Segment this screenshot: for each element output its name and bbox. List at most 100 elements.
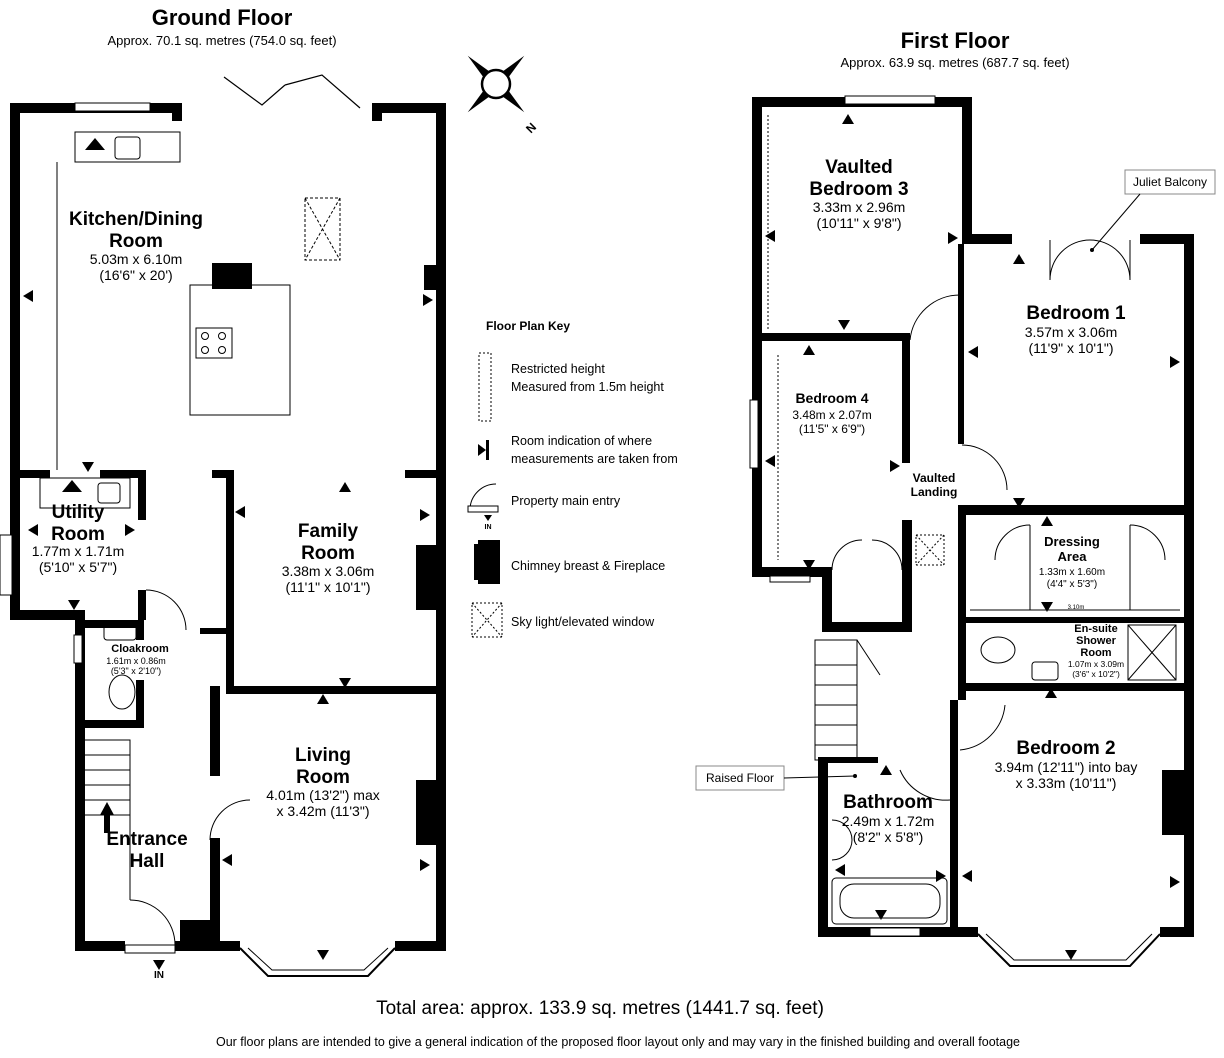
cloakroom-name: Cloakroom [111,643,169,655]
wall [395,941,446,951]
key-item-1-line2: Measured from 1.5m height [511,380,664,394]
basin-icon [831,819,853,861]
wall [100,470,145,478]
door-swing [145,589,187,631]
utility-name-line2: Room [51,524,105,545]
wardrobe-door [1129,524,1166,561]
disclaimer: Our floor plans are intended to give a g… [216,1035,1020,1049]
utility-name-line1: Utility [52,502,105,523]
wall [226,686,446,694]
window [0,534,13,596]
family-dim-m: 3.38m x 3.06m [282,563,375,579]
sink-icon [114,136,141,160]
bay-window [239,947,396,977]
key-item-2-line1: Room indication of where [511,434,652,448]
landing-name-line1: Vaulted [913,471,956,485]
wall [436,103,446,951]
total-area: Total area: approx. 133.9 sq. metres (14… [376,998,824,1019]
first-floor-area: Approx. 63.9 sq. metres (687.7 sq. feet) [840,55,1069,70]
bed2-name: Bedroom 2 [1016,738,1115,759]
restricted-height-icon [478,352,492,422]
ensuite-name-line2: Shower [1076,635,1116,647]
ground-floor-plan [0,74,446,977]
ensuite-name-line3: Room [1080,647,1111,659]
window [769,575,811,583]
wall [752,97,762,577]
shower-tray [1127,624,1177,681]
raised-floor-label: Raised Floor [706,771,774,785]
first-floor-title: First Floor [901,28,1010,53]
bed4-dim-m: 3.48m x 2.07m [792,408,871,422]
skylight-icon [915,534,945,566]
ensuite-name-line1: En-suite [1074,623,1117,635]
key-item-5-label: Sky light/elevated window [511,615,655,629]
juliet-balcony-door [1089,239,1131,281]
wall [762,333,910,341]
family-name-line1: Family [298,521,359,542]
main-entry-icon: IN [467,483,499,531]
entry-arrow-icon [153,960,165,970]
chimney-breast-icon [212,263,252,289]
utility-counter [39,477,131,509]
wall [958,617,1184,623]
wall [212,470,232,478]
wall [10,470,50,478]
wall [962,97,972,242]
ground-floor-title: Ground Floor [152,5,293,30]
wall [138,590,146,620]
wall [172,103,182,121]
bathtub [831,877,948,925]
chimney-breast-icon [416,780,436,845]
bathroom-dim-ft: (8'2" x 5'8") [853,829,924,845]
wall [10,610,85,620]
bed2-dim-ft: x 3.33m (10'11") [1016,775,1117,791]
measurement-markers [23,290,433,960]
window [844,95,936,105]
door-swing [899,769,951,801]
kitchen-name-line1: Kitchen/Dining [69,209,203,230]
wall [958,244,964,444]
living-name-line1: Living [295,745,351,766]
stairs-arrow-icon [100,802,114,815]
wall [226,470,234,692]
window [749,399,759,469]
wall [958,505,966,700]
door-swing [961,444,1008,491]
bathroom-name: Bathroom [843,792,933,813]
basin-icon [1031,661,1059,681]
wall [958,683,1184,691]
bed3-name-line1: Vaulted [825,157,893,178]
skylight-icon [304,197,341,261]
ground-floor-area: Approx. 70.1 sq. metres (754.0 sq. feet) [107,33,336,48]
wall [85,720,144,728]
ensuite-dim-m: 1.07m x 3.09m [1068,659,1124,669]
kitchen-counter [74,131,181,163]
wall [10,103,20,620]
bed3-dim-ft: (10'11" x 9'8") [816,215,901,231]
hob-marker-icon [85,138,105,150]
juliet-balcony-door [1049,239,1091,281]
toilet-icon [108,674,136,710]
chimney-breast-icon [416,545,436,610]
wall [828,757,878,763]
hall-name-line2: Hall [130,851,165,872]
raised-floor-callout-box [695,765,785,791]
wall [752,567,832,577]
cloakroom-dim-m: 1.61m x 0.86m [106,656,166,666]
toilet-icon [980,636,1016,664]
key-item-1-line1: Restricted height [511,362,605,376]
wall [372,103,382,121]
cloakroom-dim-ft: (5'3" x 2'10") [111,666,161,676]
bifold-door [284,74,361,109]
bed4-dim-ft: (11'5" x 6'9") [799,422,865,436]
family-name-line2: Room [301,543,355,564]
wall [958,505,1184,515]
window [869,927,921,937]
door-swing [909,294,961,341]
bed4-name: Bedroom 4 [795,390,868,406]
bifold-door [223,76,286,106]
juliet-balcony-callout-box [1124,169,1216,195]
dressing-name-line2: Area [1058,549,1088,564]
measurement-marker-icon [478,440,489,460]
key-title: Floor Plan Key [486,319,570,333]
